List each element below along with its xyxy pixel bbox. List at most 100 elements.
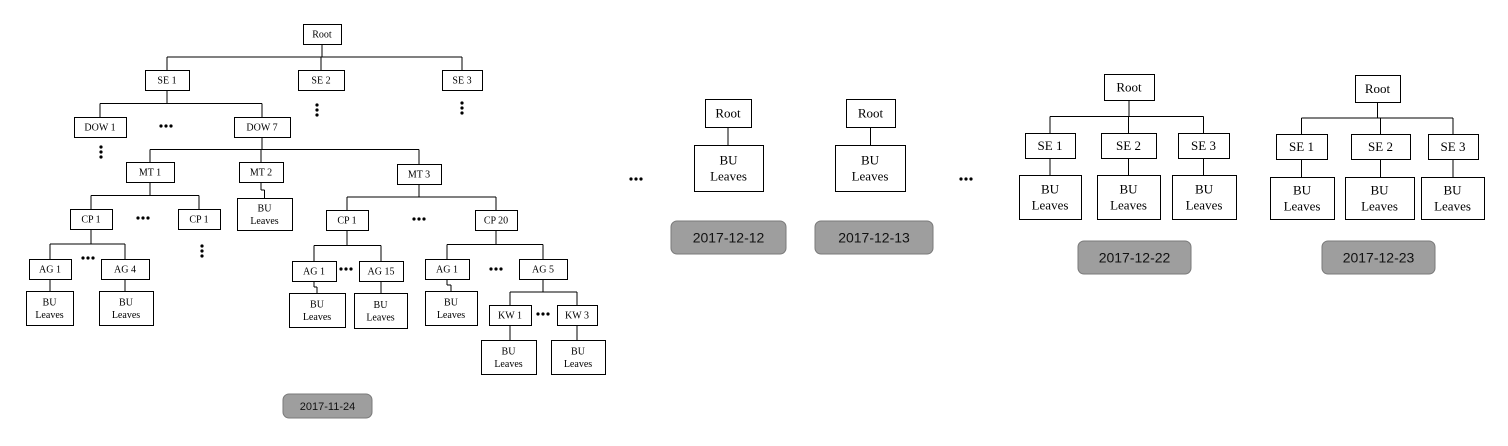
bu-label: BU: [502, 346, 517, 357]
leaves-label: Leaves: [1110, 198, 1147, 213]
date-label: 2017-12-13: [838, 230, 910, 246]
bu-leaves-node: BU Leaves: [1097, 175, 1161, 220]
tree-edges: [49, 44, 1454, 340]
bu-leaves-node: BU Leaves: [1019, 175, 1082, 220]
node-label: MT 1: [139, 168, 161, 179]
node-label: Root: [715, 106, 741, 121]
leaves-label: Leaves: [250, 216, 278, 227]
node-label: Root: [858, 106, 884, 121]
node-label: MT 3: [408, 170, 430, 181]
node-label: SE 2: [1368, 139, 1393, 154]
ellipsis-icon: [81, 256, 95, 260]
bu-label: BU: [719, 152, 738, 167]
cp20-node: CP 20: [475, 210, 518, 231]
vertical-ellipsis-icon: [99, 145, 103, 159]
leaves-label: Leaves: [366, 312, 394, 323]
date-label: 2017-12-12: [693, 230, 765, 246]
bu-label: BU: [1443, 182, 1462, 197]
leaves-label: Leaves: [1361, 199, 1398, 214]
cp1-node: CP 1: [326, 210, 369, 231]
bu-leaves-node: BU Leaves: [99, 291, 154, 326]
node-label: CP 1: [81, 215, 100, 226]
bu-label: BU: [374, 300, 389, 311]
dow7-node: DOW 7: [234, 117, 291, 138]
node-label: AG 5: [532, 265, 554, 276]
node-label: MT 2: [250, 168, 272, 179]
bu-label: BU: [119, 297, 134, 308]
node-label: KW 1: [498, 311, 522, 322]
leaves-label: Leaves: [1434, 199, 1471, 214]
bu-label: BU: [1195, 181, 1214, 196]
ag1-node: AG 1: [425, 259, 470, 280]
mt3-node: MT 3: [397, 164, 442, 185]
kw3-node: KW 3: [557, 305, 598, 326]
date-badge: 2017-12-22: [1077, 240, 1192, 275]
se3-node: SE 3: [442, 70, 483, 91]
se1-node: SE 1: [1025, 133, 1076, 159]
root-node: Root: [303, 24, 342, 45]
date-badge: 2017-12-12: [670, 220, 787, 255]
se2-node: SE 2: [1351, 134, 1411, 160]
bu-label: BU: [43, 297, 58, 308]
leaves-label: Leaves: [494, 359, 522, 370]
root-node: Root: [705, 99, 752, 128]
dow1-node: DOW 1: [74, 117, 127, 138]
date-label: 2017-11-24: [300, 401, 355, 413]
ag1-node: AG 1: [29, 259, 72, 280]
leaves-label: Leaves: [710, 169, 747, 184]
node-label: DOW 7: [246, 123, 277, 134]
node-label: Root: [1365, 81, 1391, 96]
leaves-label: Leaves: [1186, 198, 1223, 213]
vertical-ellipsis-icon: [460, 101, 464, 115]
ellipsis-icon: [536, 312, 550, 316]
node-label: CP 20: [484, 216, 508, 227]
ag5-node: AG 5: [519, 259, 568, 280]
bu-leaves-node: BU Leaves: [1345, 177, 1415, 220]
ellipsis-icon: [489, 267, 503, 271]
ellipsis-markers: [81, 101, 973, 316]
mt2-node: MT 2: [239, 162, 284, 183]
bu-label: BU: [861, 152, 880, 167]
node-label: SE 3: [1191, 138, 1216, 153]
bu-label: BU: [1370, 182, 1389, 197]
leaves-label: Leaves: [437, 310, 465, 321]
se1-node: SE 1: [145, 70, 190, 91]
node-label: AG 15: [368, 267, 395, 278]
node-label: AG 1: [436, 265, 458, 276]
bu-leaves-node: BU Leaves: [1172, 175, 1237, 220]
tree-nodes: Root SE 1 SE 2 SE 3 DOW 1 DOW 7 MT 1 MT 2 MT 3 BU…: [26, 24, 1485, 375]
node-label: AG 1: [39, 265, 61, 276]
bu-leaves-node: BU Leaves: [26, 291, 74, 326]
node-label: Root: [312, 30, 332, 41]
node-label: SE 3: [452, 76, 471, 87]
node-label: KW 3: [565, 311, 589, 322]
se3-node: SE 3: [1428, 134, 1479, 160]
node-label: CP 1: [337, 216, 356, 227]
bu-label: BU: [1041, 181, 1060, 196]
se3-node: SE 3: [1178, 133, 1230, 159]
node-label: SE 1: [1038, 138, 1063, 153]
leaves-label: Leaves: [1032, 198, 1069, 213]
vertical-ellipsis-icon: [200, 244, 204, 258]
root-node: Root: [846, 99, 896, 128]
bu-label: BU: [310, 299, 325, 310]
date-label: 2017-12-23: [1343, 250, 1415, 266]
leaves-label: Leaves: [35, 310, 63, 321]
bu-label: BU: [1119, 181, 1138, 196]
ag15-node: AG 15: [359, 261, 404, 282]
date-badges: 2017-11-24 2017-12-12 2017-12-13 2017-12-22…: [282, 220, 1436, 419]
bu-leaves-node: BU Leaves: [694, 145, 764, 192]
se2-node: SE 2: [1101, 133, 1157, 159]
root-node: Root: [1355, 75, 1401, 103]
leaves-label: Leaves: [303, 312, 331, 323]
bu-label: BU: [1293, 182, 1312, 197]
node-label: AG 4: [114, 265, 136, 276]
ellipsis-icon: [159, 124, 173, 128]
leaves-label: Leaves: [112, 310, 140, 321]
